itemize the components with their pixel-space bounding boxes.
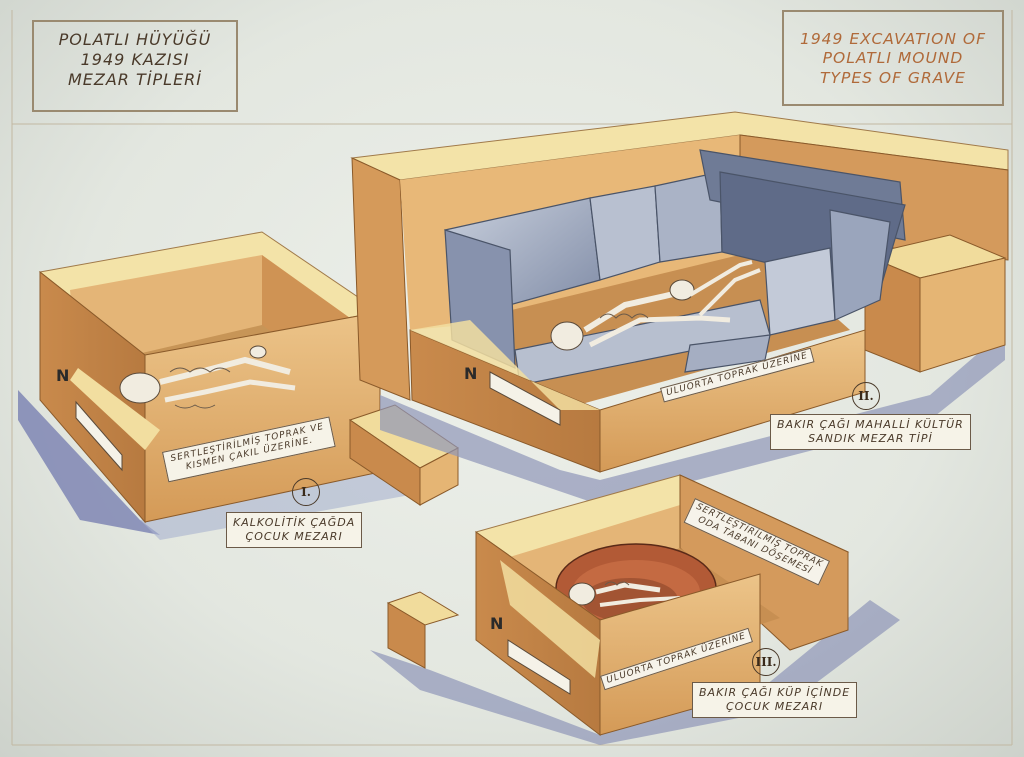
grave-1-north-letter: N xyxy=(56,366,71,385)
english-title: 1949 EXCAVATION OF POLATLI MOUND TYPES O… xyxy=(782,10,1004,106)
grave-3-north-letter: N xyxy=(490,614,505,633)
grave-3-skeleton xyxy=(568,581,681,607)
grave-2-skeleton xyxy=(550,260,761,351)
grave-1-caption: KALKOLİTİK ÇAĞDA ÇOCUK MEZARI xyxy=(226,512,363,548)
grave-2-right-step-side xyxy=(919,257,1006,373)
grave-3-caption: BAKIR ÇAĞI KÜP İÇİNDE ÇOCUK MEZARI xyxy=(692,682,858,718)
grave-2-block xyxy=(350,111,1009,505)
grave-2-north-letter: N xyxy=(464,364,479,383)
turkish-title-line-1: POLATLI HÜYÜĞÜ xyxy=(58,30,212,49)
grave-1-shadow xyxy=(18,390,160,535)
grave-1-skeleton xyxy=(119,345,296,409)
page-rules xyxy=(11,10,1013,746)
grave-2-numeral: II. xyxy=(852,382,880,410)
grave-3-numeral: III. xyxy=(752,648,780,676)
grave-2-back-wall-left xyxy=(351,157,411,401)
turkish-title: POLATLI HÜYÜĞÜ 1949 KAZISI MEZAR TİPLERİ xyxy=(32,20,238,112)
grave-2-caption: BAKIR ÇAĞI MAHALLİ KÜLTÜR SANDIK MEZAR T… xyxy=(770,414,971,450)
english-title-line-1: 1949 EXCAVATION OF xyxy=(799,30,987,48)
grave-3-north-arrow xyxy=(507,639,571,695)
english-title-line-2: POLATLI MOUND xyxy=(822,49,964,68)
grave-2-north-arrow xyxy=(489,371,561,426)
grave-1-numeral: I. xyxy=(292,478,320,506)
grave-1-step-side xyxy=(419,447,459,506)
english-title-line-3: TYPES OF GRAVE xyxy=(820,68,966,87)
grave-1-block xyxy=(18,231,459,540)
turkish-title-line-2: 1949 KAZISI xyxy=(80,50,190,69)
grave-2-shadow xyxy=(380,330,1005,505)
grave-3-left-step-front xyxy=(387,602,426,669)
grave-3-front-rim xyxy=(500,560,600,678)
grave-2-front-rim xyxy=(410,320,600,410)
grave-1-north-arrow xyxy=(75,400,123,472)
turkish-title-line-3: MEZAR TİPLERİ xyxy=(67,70,203,89)
grave-1-shadow-floor xyxy=(140,470,410,540)
grave-1-front-rim xyxy=(70,368,160,450)
